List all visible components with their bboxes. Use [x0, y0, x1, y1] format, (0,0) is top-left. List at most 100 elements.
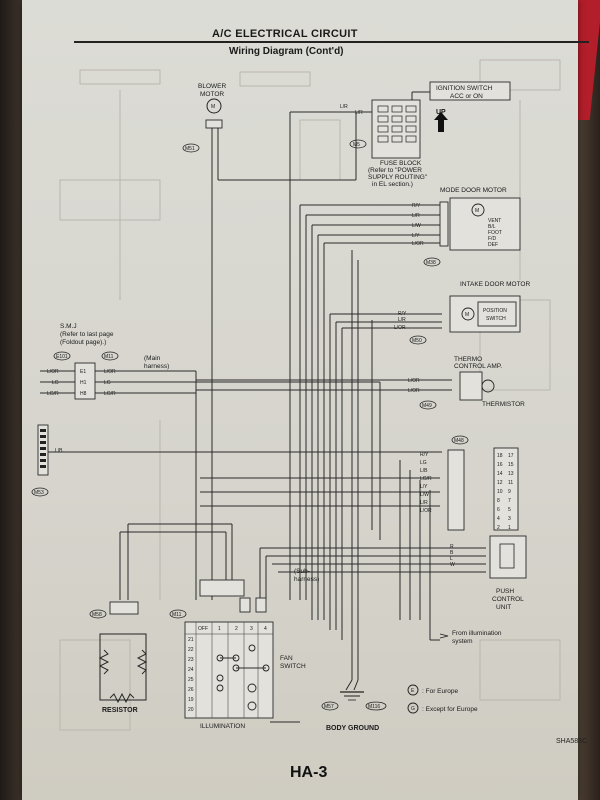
svg-text:2: 2	[497, 525, 500, 531]
svg-text:R/Y: R/Y	[412, 203, 421, 209]
svg-text:LG: LG	[52, 380, 59, 386]
svg-text:L/Y: L/Y	[412, 233, 420, 239]
svg-text:1: 1	[508, 525, 511, 531]
svg-text:H8: H8	[80, 391, 87, 397]
page-title: A/C ELECTRICAL CIRCUIT	[212, 28, 358, 40]
connector-m53: L/B M53	[31, 424, 442, 497]
svg-text:SWITCH: SWITCH	[486, 316, 506, 322]
svg-text:24: 24	[188, 667, 194, 673]
wiring-diagram: BLOWER MOTOR M M51 IGNITION SWITCH ACC o…	[31, 59, 561, 732]
svg-text:10: 10	[497, 489, 503, 495]
smj-block: S.M.J (Refer to last page (Foldout page)…	[40, 323, 380, 600]
svg-text:L/OR: L/OR	[408, 388, 420, 394]
fan-switch: OFF 1 2 3 4 21 22 23 24 25 26 19 20	[184, 621, 306, 730]
svg-text:F/D: F/D	[488, 236, 496, 242]
svg-text:L/W: L/W	[412, 223, 421, 229]
svg-text:E1: E1	[80, 369, 86, 375]
svg-text:CONTROL: CONTROL	[492, 596, 524, 603]
smj-pin-row: L/OR E1 L/OR	[47, 369, 116, 375]
svg-text:L/W: L/W	[420, 492, 429, 498]
svg-text:5: 5	[508, 507, 511, 513]
svg-text:3: 3	[508, 516, 511, 522]
svg-text:11: 11	[508, 480, 513, 486]
svg-text:R/Y: R/Y	[420, 452, 429, 458]
svg-text:OFF: OFF	[198, 626, 208, 632]
svg-text:M5: M5	[353, 142, 360, 148]
svg-text:26: 26	[188, 687, 194, 693]
svg-text:M50: M50	[412, 338, 422, 344]
svg-text:M: M	[465, 312, 469, 318]
svg-text:LG/R: LG/R	[104, 391, 116, 397]
svg-text:L/OR: L/OR	[408, 378, 420, 384]
svg-text:M58: M58	[92, 612, 102, 618]
legend: E : For Europe G : Except for Europe	[407, 684, 478, 714]
thermistor-icon	[481, 379, 495, 393]
svg-text:M116: M116	[368, 704, 380, 710]
fuse-block: L/R L/R M5 FUSE BLOCK (Refer to "POWER S…	[289, 99, 428, 600]
svg-text:23: 23	[188, 657, 194, 663]
blower-motor: BLOWER MOTOR M	[198, 83, 357, 600]
svg-text:(Refer to "POWER: (Refer to "POWER	[368, 167, 422, 174]
arrow-icon	[439, 633, 449, 639]
connector-m51: M51	[182, 143, 200, 153]
body-ground: M57 M116 BODY GROUND	[321, 679, 387, 732]
svg-text:L/R: L/R	[398, 317, 406, 323]
svg-text:20: 20	[188, 707, 194, 713]
svg-text:G: G	[411, 706, 415, 712]
svg-text:B: B	[450, 550, 454, 556]
svg-text:MOTOR: MOTOR	[200, 91, 224, 98]
sub-harness-connector: (Sub- harness) M11	[119, 523, 319, 619]
svg-text:13: 13	[508, 471, 514, 477]
svg-text:M53: M53	[34, 490, 44, 496]
svg-text:: For Europe: : For Europe	[422, 688, 459, 695]
svg-text:THERMO: THERMO	[454, 356, 482, 363]
page-number: HA-3	[290, 764, 328, 781]
svg-text:IGNITION SWITCH: IGNITION SWITCH	[436, 85, 493, 92]
svg-text:M: M	[475, 208, 479, 214]
svg-text:19: 19	[188, 697, 194, 703]
svg-text:MODE DOOR MOTOR: MODE DOOR MOTOR	[440, 187, 507, 194]
svg-text:8: 8	[497, 498, 500, 504]
svg-text:2: 2	[235, 626, 238, 632]
legend-item: G : Except for Europe	[407, 702, 478, 714]
svg-text:LG: LG	[104, 380, 111, 386]
svg-text:L: L	[450, 556, 453, 562]
mode-door-motor: MODE DOOR MOTOR M VENT B/L FOOT F/D DEF …	[300, 187, 521, 267]
svg-text:L/R: L/R	[355, 110, 363, 116]
svg-text:21: 21	[188, 637, 194, 643]
svg-text:9: 9	[508, 489, 511, 495]
svg-text:L/R: L/R	[420, 500, 428, 506]
smj-pin-row: LG/R H8 LG/R	[47, 391, 116, 397]
svg-text:(Main: (Main	[144, 355, 161, 362]
svg-text:H1: H1	[80, 380, 87, 386]
svg-text:(Sub-: (Sub-	[294, 568, 310, 575]
svg-text:LG/R: LG/R	[420, 476, 432, 482]
svg-text:L/R: L/R	[340, 104, 348, 110]
svg-text:18: 18	[497, 453, 503, 459]
svg-text:L/B: L/B	[420, 468, 428, 474]
blower-motor-label: BLOWER	[198, 83, 226, 90]
svg-text:ACC or ON: ACC or ON	[450, 93, 483, 100]
svg-text:L/OR: L/OR	[420, 508, 432, 514]
svg-text:1: 1	[218, 626, 221, 632]
manual-page: A/C ELECTRICAL CIRCUIT Wiring Diagram (C…	[22, 0, 589, 800]
svg-text:harness): harness)	[144, 363, 169, 370]
svg-text:3: 3	[250, 626, 253, 632]
svg-text:BODY GROUND: BODY GROUND	[326, 725, 379, 732]
svg-text:M38: M38	[426, 260, 436, 266]
svg-text:M57: M57	[324, 704, 334, 710]
svg-text:L/OR: L/OR	[412, 241, 424, 247]
svg-text:SWITCH: SWITCH	[280, 663, 306, 670]
svg-text:in EL section.): in EL section.)	[372, 181, 413, 188]
svg-text:E101: E101	[56, 354, 68, 360]
up-arrow-icon	[434, 112, 448, 132]
svg-text:M11: M11	[172, 612, 182, 618]
wire-bundle	[200, 205, 440, 680]
svg-text:CONTROL AMP.: CONTROL AMP.	[454, 363, 502, 370]
resistor: M58 RESISTOR	[89, 601, 148, 714]
svg-text:12: 12	[497, 480, 503, 486]
svg-text:LG: LG	[420, 460, 427, 466]
svg-text:M49: M49	[422, 403, 432, 409]
svg-text:UNIT: UNIT	[496, 604, 511, 611]
